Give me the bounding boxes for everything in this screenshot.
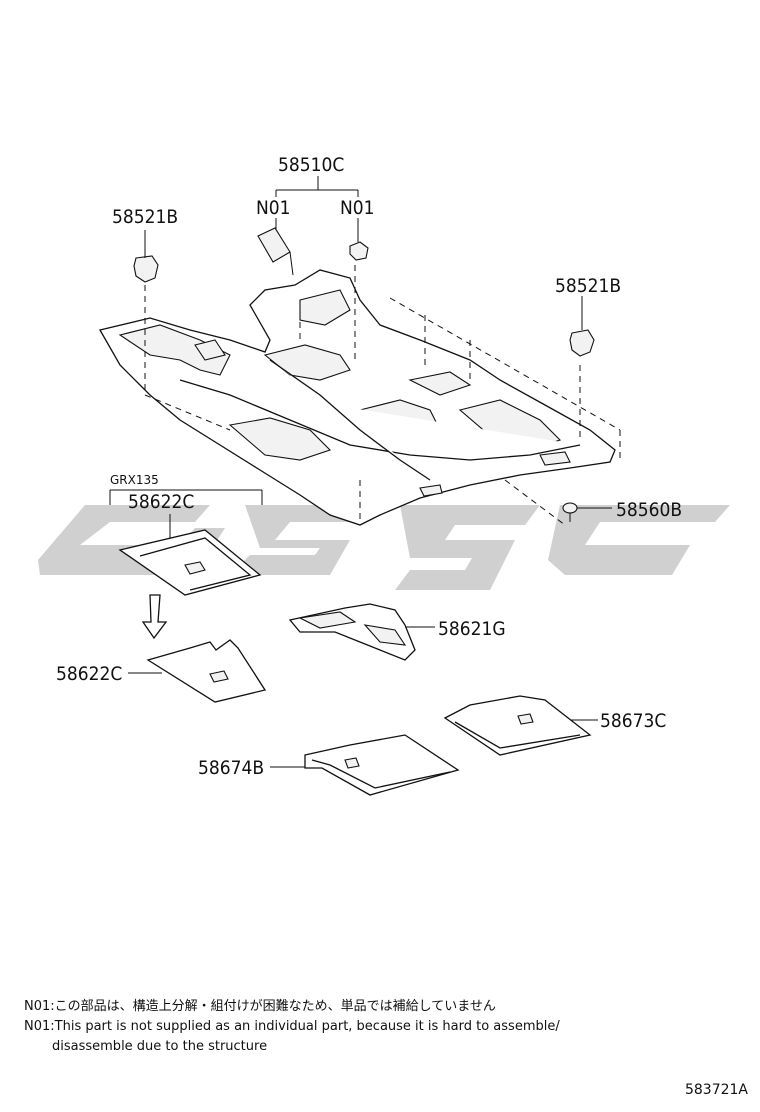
label-mat-right: 58673C xyxy=(600,710,666,732)
reference-lines xyxy=(144,265,621,526)
plug-58560b[interactable]: 58560B xyxy=(562,499,682,522)
label-clip-right: 58521B xyxy=(555,275,621,297)
label-mat-lower: 58622C xyxy=(56,663,122,685)
label-tunnel-mat: 58621G xyxy=(438,618,506,640)
tunnel-mat-58621g[interactable]: 58621G xyxy=(288,603,506,661)
mat-right-58673c[interactable]: 58673C xyxy=(443,695,666,756)
mat-lower-58622c[interactable]: 58622C xyxy=(56,639,267,703)
note-english-2: disassemble due to the structure xyxy=(52,1039,268,1054)
note-japanese: N01:この部品は、構造上分解・組付けが困難なため、単品では補給していません xyxy=(24,999,496,1014)
mat-upper-58622c[interactable]: 58622C xyxy=(118,491,262,596)
label-mat-upper: 58622C xyxy=(128,491,194,513)
carpet-label-group: 58510C N01 N01 xyxy=(256,154,375,219)
heel-pad-n01[interactable] xyxy=(257,218,294,276)
clip-right-58521b[interactable]: 58521B xyxy=(555,275,621,357)
label-carpet-main: 58510C xyxy=(278,154,344,176)
label-grx135: GRX135 xyxy=(110,473,159,487)
label-mat-left: 58674B xyxy=(198,757,264,779)
mat-left-58674b[interactable]: 58674B xyxy=(198,734,460,796)
down-arrow-icon xyxy=(141,594,168,640)
floor-carpet-58510c[interactable] xyxy=(99,269,616,526)
label-clip-left: 58521B xyxy=(112,206,178,228)
nut-n01[interactable] xyxy=(349,218,369,261)
label-n01-right: N01 xyxy=(340,197,375,219)
label-plug: 58560B xyxy=(616,499,682,521)
note-english-1: N01:This part is not supplied as an indi… xyxy=(24,1019,560,1034)
figure-code: 583721A xyxy=(684,1082,748,1098)
label-n01-left: N01 xyxy=(256,197,291,219)
clip-left-58521b[interactable]: 58521B xyxy=(112,206,178,283)
grx135-group: GRX135 xyxy=(109,473,263,505)
